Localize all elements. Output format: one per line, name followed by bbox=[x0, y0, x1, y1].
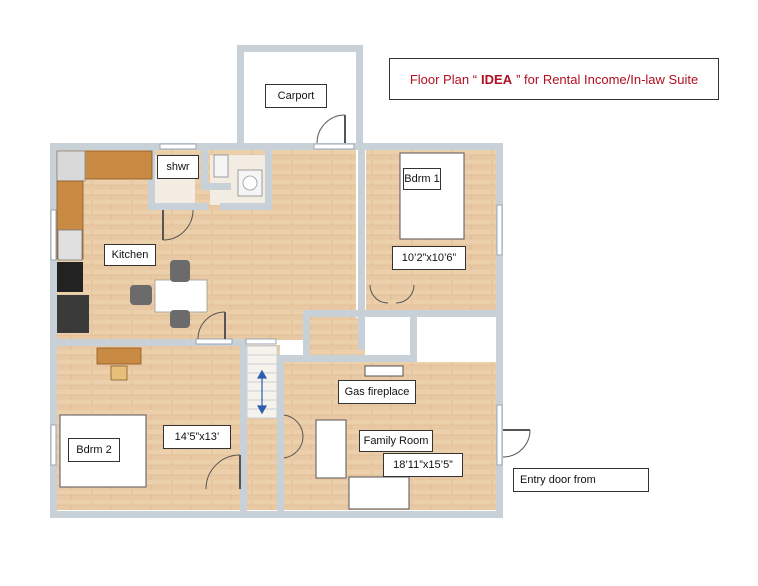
dining-table bbox=[130, 260, 208, 328]
kitchen-cabinets bbox=[56, 150, 153, 333]
fireplace-label: Gas fireplace bbox=[338, 380, 416, 404]
carport-label: Carport bbox=[265, 84, 327, 108]
bedroom-1-size: 10’2”x10’6” bbox=[392, 246, 466, 270]
title-suffix: ” for Rental Income/In-law Suite bbox=[516, 71, 699, 87]
family-room-label: Family Room bbox=[359, 430, 433, 452]
family-room-furniture bbox=[315, 419, 410, 510]
bedroom-1-label: Bdrm 1 bbox=[403, 168, 441, 190]
bathroom-fixtures bbox=[213, 154, 263, 197]
windows bbox=[50, 143, 503, 466]
entry-door-label: Entry door from bbox=[513, 468, 649, 492]
bed-1 bbox=[399, 152, 465, 240]
plan-title: Floor Plan “IDEA” for Rental Income/In-l… bbox=[389, 58, 719, 100]
bedroom-2-label: Bdrm 2 bbox=[68, 438, 120, 462]
bedroom-2-size: 14’5”x13’ bbox=[163, 425, 231, 449]
family-room-size: 18’11”x15’5” bbox=[383, 453, 463, 477]
doors bbox=[162, 114, 531, 490]
shower-label: shwr bbox=[157, 155, 199, 179]
desk bbox=[96, 347, 142, 381]
fireplace-unit bbox=[364, 365, 404, 377]
title-prefix: Floor Plan “ bbox=[409, 71, 478, 87]
walls bbox=[50, 45, 503, 518]
kitchen-label: Kitchen bbox=[104, 244, 156, 266]
title-emphasis: IDEA bbox=[481, 71, 513, 87]
stair-arrow-icon bbox=[256, 369, 268, 415]
